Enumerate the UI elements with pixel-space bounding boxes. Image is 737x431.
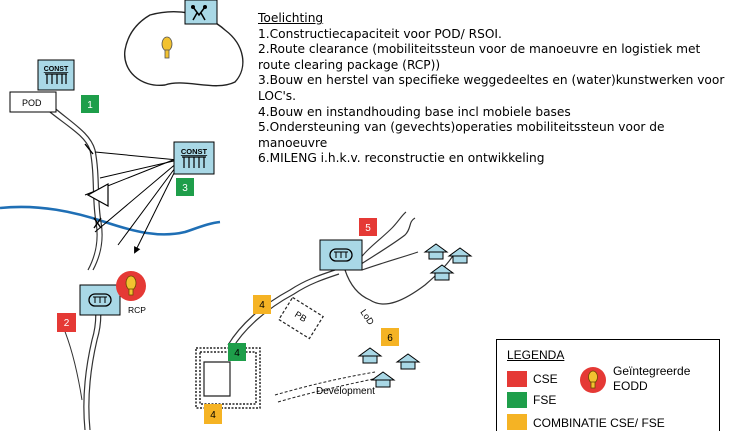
svg-text:3: 3 xyxy=(182,183,188,194)
bridge-unit-icon xyxy=(184,0,218,25)
svg-text:2: 2 xyxy=(64,318,70,329)
note-item-6: 6.MILENG i.h.k.v. reconstructie en ontwi… xyxy=(258,151,545,166)
houses xyxy=(357,243,473,388)
area-blob xyxy=(124,11,244,87)
river xyxy=(0,205,221,236)
svg-text:4: 4 xyxy=(259,300,265,311)
const-unit-3: CONST xyxy=(173,141,215,175)
legend-swatch-fse xyxy=(507,392,527,408)
svg-text:CONST: CONST xyxy=(44,66,69,73)
marker-5 xyxy=(359,218,377,236)
support-fan xyxy=(84,151,179,254)
legend: LEGENDA CSE FSE COMBINATIE CSE/ FSE Geïn… xyxy=(496,339,720,431)
legend-label-fse: FSE xyxy=(533,393,557,407)
pod-label: POD xyxy=(22,98,42,108)
legend-swatch-cse xyxy=(507,371,527,387)
legend-label-combi: COMBINATIE CSE/ FSE xyxy=(533,416,665,430)
note-item-4: 4.Bouw en instandhouding base incl mobie… xyxy=(258,104,571,119)
eod-pin-icon xyxy=(161,36,173,59)
marker-4c xyxy=(204,404,222,424)
development-path xyxy=(274,371,379,403)
legend-label-eodd: Geïntegreerde EODD xyxy=(613,364,691,393)
pb-label: PB xyxy=(293,309,308,324)
notes-title: Toelichting xyxy=(258,11,324,25)
svg-text:5: 5 xyxy=(365,223,371,234)
svg-text:1: 1 xyxy=(87,100,93,111)
legend-title: LEGENDA xyxy=(507,348,565,362)
pod-box xyxy=(9,91,57,113)
svg-text:4: 4 xyxy=(210,410,216,421)
marker-6 xyxy=(381,328,399,346)
note-item-5: 5.Ondersteuning van (gevechts)operaties … xyxy=(258,120,665,150)
pb-area xyxy=(278,296,324,340)
const-unit-1: CONST xyxy=(37,59,75,91)
legend-swatch-combi xyxy=(507,414,527,430)
mobility-unit-5 xyxy=(319,239,363,271)
note-item-3: 3.Bouw en herstel van specifieke weggede… xyxy=(258,73,725,103)
rcp-label: RCP xyxy=(128,305,146,315)
marker-2 xyxy=(57,313,76,332)
marker-4a xyxy=(253,295,271,314)
rcp-unit xyxy=(79,284,121,316)
svg-text:CONST: CONST xyxy=(181,147,208,156)
legend-label-cse: CSE xyxy=(533,372,558,386)
road-north xyxy=(44,107,98,271)
svg-text:4: 4 xyxy=(234,348,240,359)
marker-3 xyxy=(176,178,194,196)
explanation-notes: Toelichting 1.Constructiecapaciteit voor… xyxy=(258,11,736,167)
lod-label: LoD xyxy=(358,307,376,327)
eod-badge-icon xyxy=(116,271,146,301)
note-item-1: 1.Constructiecapaciteit voor POD/ RSOI. xyxy=(258,26,502,41)
legend-eod-icon xyxy=(580,367,606,393)
development-label: Development xyxy=(316,386,375,397)
main-route xyxy=(227,269,336,346)
marker-1 xyxy=(81,95,99,113)
direction-arrow-icon xyxy=(86,182,109,208)
marker-4b xyxy=(228,343,246,361)
svg-text:6: 6 xyxy=(387,333,393,344)
note-item-2: 2.Route clearance (mobiliteitssteun voor… xyxy=(258,42,701,72)
